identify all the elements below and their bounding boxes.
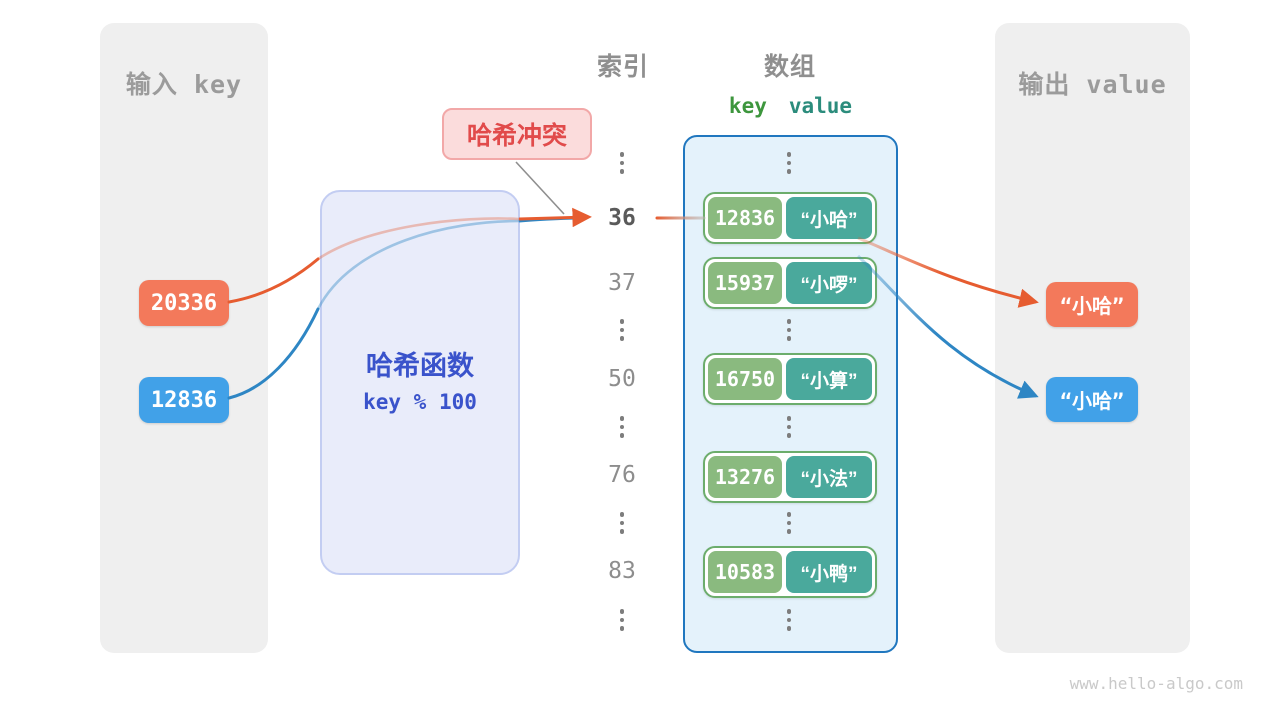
array-row: 15937 “小啰” bbox=[703, 257, 877, 309]
orange-arrow-to-index bbox=[518, 207, 592, 228]
input-panel: 输入 key bbox=[100, 23, 268, 653]
key-value-header: key value bbox=[683, 94, 898, 118]
index-value-76: 76 bbox=[608, 462, 636, 488]
watermark: www.hello-algo.com bbox=[1069, 674, 1243, 693]
input-panel-title: 输入 key bbox=[125, 70, 243, 99]
output-panel-title: 输出 value bbox=[1018, 70, 1167, 99]
row-key: 12836 bbox=[708, 197, 782, 239]
key-header-label: key bbox=[728, 94, 767, 118]
index-ellipsis bbox=[619, 319, 625, 341]
index-value-50: 50 bbox=[608, 366, 636, 392]
value-header-label: value bbox=[788, 94, 853, 118]
row-value: “小算” bbox=[786, 358, 872, 400]
row-key: 16750 bbox=[708, 358, 782, 400]
array-row: 13276 “小法” bbox=[703, 451, 877, 503]
array-row: 12836 “小哈” bbox=[703, 192, 877, 244]
input-key-12836: 12836 bbox=[139, 377, 229, 423]
index-value-36: 36 bbox=[608, 205, 636, 231]
array-row: 10583 “小鸭” bbox=[703, 546, 877, 598]
index-ellipsis bbox=[619, 152, 625, 174]
output-value-blue: “小哈” bbox=[1046, 377, 1138, 422]
index-ellipsis bbox=[619, 416, 625, 438]
input-key-20336: 20336 bbox=[139, 280, 229, 326]
row-key: 15937 bbox=[708, 262, 782, 304]
array-ellipsis bbox=[786, 609, 792, 631]
blue-exit-segment bbox=[518, 216, 587, 223]
array-ellipsis bbox=[786, 319, 792, 341]
index-ellipsis bbox=[619, 609, 625, 631]
row-value: “小法” bbox=[786, 456, 872, 498]
hash-function-box: 哈希函数 key % 100 bbox=[320, 190, 520, 575]
array-ellipsis bbox=[786, 512, 792, 534]
index-value-83: 83 bbox=[608, 558, 636, 584]
array-ellipsis bbox=[786, 152, 792, 174]
index-value-37: 37 bbox=[608, 270, 636, 296]
output-value-orange: “小哈” bbox=[1046, 282, 1138, 327]
hash-function-title: 哈希函数 bbox=[366, 351, 474, 381]
index-ellipsis bbox=[619, 512, 625, 534]
output-panel: 输出 value bbox=[995, 23, 1190, 653]
hash-collision-label: 哈希冲突 bbox=[442, 108, 592, 160]
hash-function-formula: key % 100 bbox=[363, 390, 477, 414]
row-key: 10583 bbox=[708, 551, 782, 593]
array-column-title: 数组 bbox=[764, 53, 817, 81]
row-value: “小哈” bbox=[786, 197, 872, 239]
row-value: “小啰” bbox=[786, 262, 872, 304]
array-ellipsis bbox=[786, 416, 792, 438]
index-column-title: 索引 bbox=[597, 53, 650, 81]
row-value: “小鸭” bbox=[786, 551, 872, 593]
row-key: 13276 bbox=[708, 456, 782, 498]
collision-pointer-line bbox=[515, 161, 565, 215]
array-row: 16750 “小算” bbox=[703, 353, 877, 405]
